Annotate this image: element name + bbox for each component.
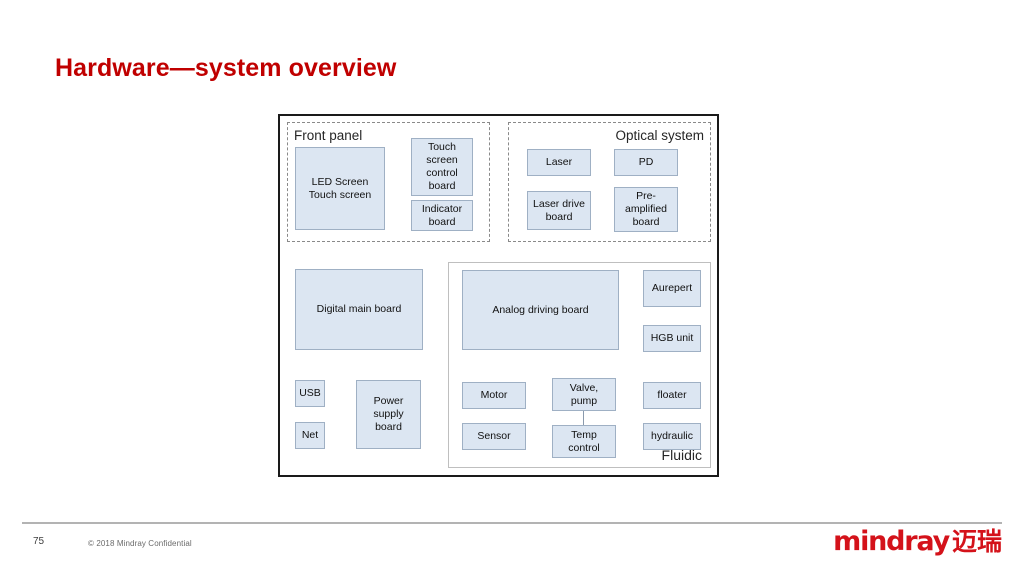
box-led-screen-touch-screen: LED Screen Touch screen bbox=[295, 147, 385, 230]
group-label-optical-system: Optical system bbox=[615, 128, 704, 143]
box-analog-driving-board: Analog driving board bbox=[462, 270, 619, 350]
group-optical-system: Optical system bbox=[508, 122, 711, 242]
box-digital-main-board: Digital main board bbox=[295, 269, 423, 350]
group-front-panel: Front panel bbox=[287, 122, 490, 242]
box-laser-drive-board: Laser drive board bbox=[527, 191, 591, 230]
group-label-front-panel: Front panel bbox=[294, 128, 363, 143]
box-net: Net bbox=[295, 422, 325, 449]
box-usb: USB bbox=[295, 380, 325, 407]
page-number: 75 bbox=[33, 536, 45, 547]
copyright-notice: © 2018 Mindray Confidential bbox=[88, 539, 192, 548]
box-motor: Motor bbox=[462, 382, 526, 409]
footer-divider bbox=[22, 522, 1002, 524]
box-touch-screen-control-board: Touch screen control board bbox=[411, 138, 473, 196]
group-fluidic: Fluidic bbox=[448, 262, 711, 468]
hardware-system-diagram: Front panel LED Screen Touch screen Touc… bbox=[278, 114, 719, 477]
box-hgb-unit: HGB unit bbox=[643, 325, 701, 352]
box-laser: Laser bbox=[527, 149, 591, 176]
page-title: Hardware—system overview bbox=[55, 54, 397, 82]
logo-chinese-characters: 迈瑞 bbox=[951, 527, 1002, 556]
box-indicator-board: Indicator board bbox=[411, 200, 473, 231]
connector-valve-to-temp bbox=[583, 411, 584, 425]
box-sensor: Sensor bbox=[462, 423, 526, 450]
box-pd: PD bbox=[614, 149, 678, 176]
box-valve-pump: Valve, pump bbox=[552, 378, 616, 411]
box-temp-control: Temp control bbox=[552, 425, 616, 458]
box-power-supply-board: Power supply board bbox=[356, 380, 421, 449]
box-hydraulic: hydraulic bbox=[643, 423, 701, 450]
group-label-fluidic: Fluidic bbox=[661, 447, 702, 463]
box-pre-amplified-board: Pre- amplified board bbox=[614, 187, 678, 232]
box-floater: floater bbox=[643, 382, 701, 409]
box-aurepert: Aurepert bbox=[643, 270, 701, 307]
logo-wordmark: mindray bbox=[833, 526, 950, 557]
mindray-logo: mindray 迈瑞 bbox=[833, 528, 1002, 555]
